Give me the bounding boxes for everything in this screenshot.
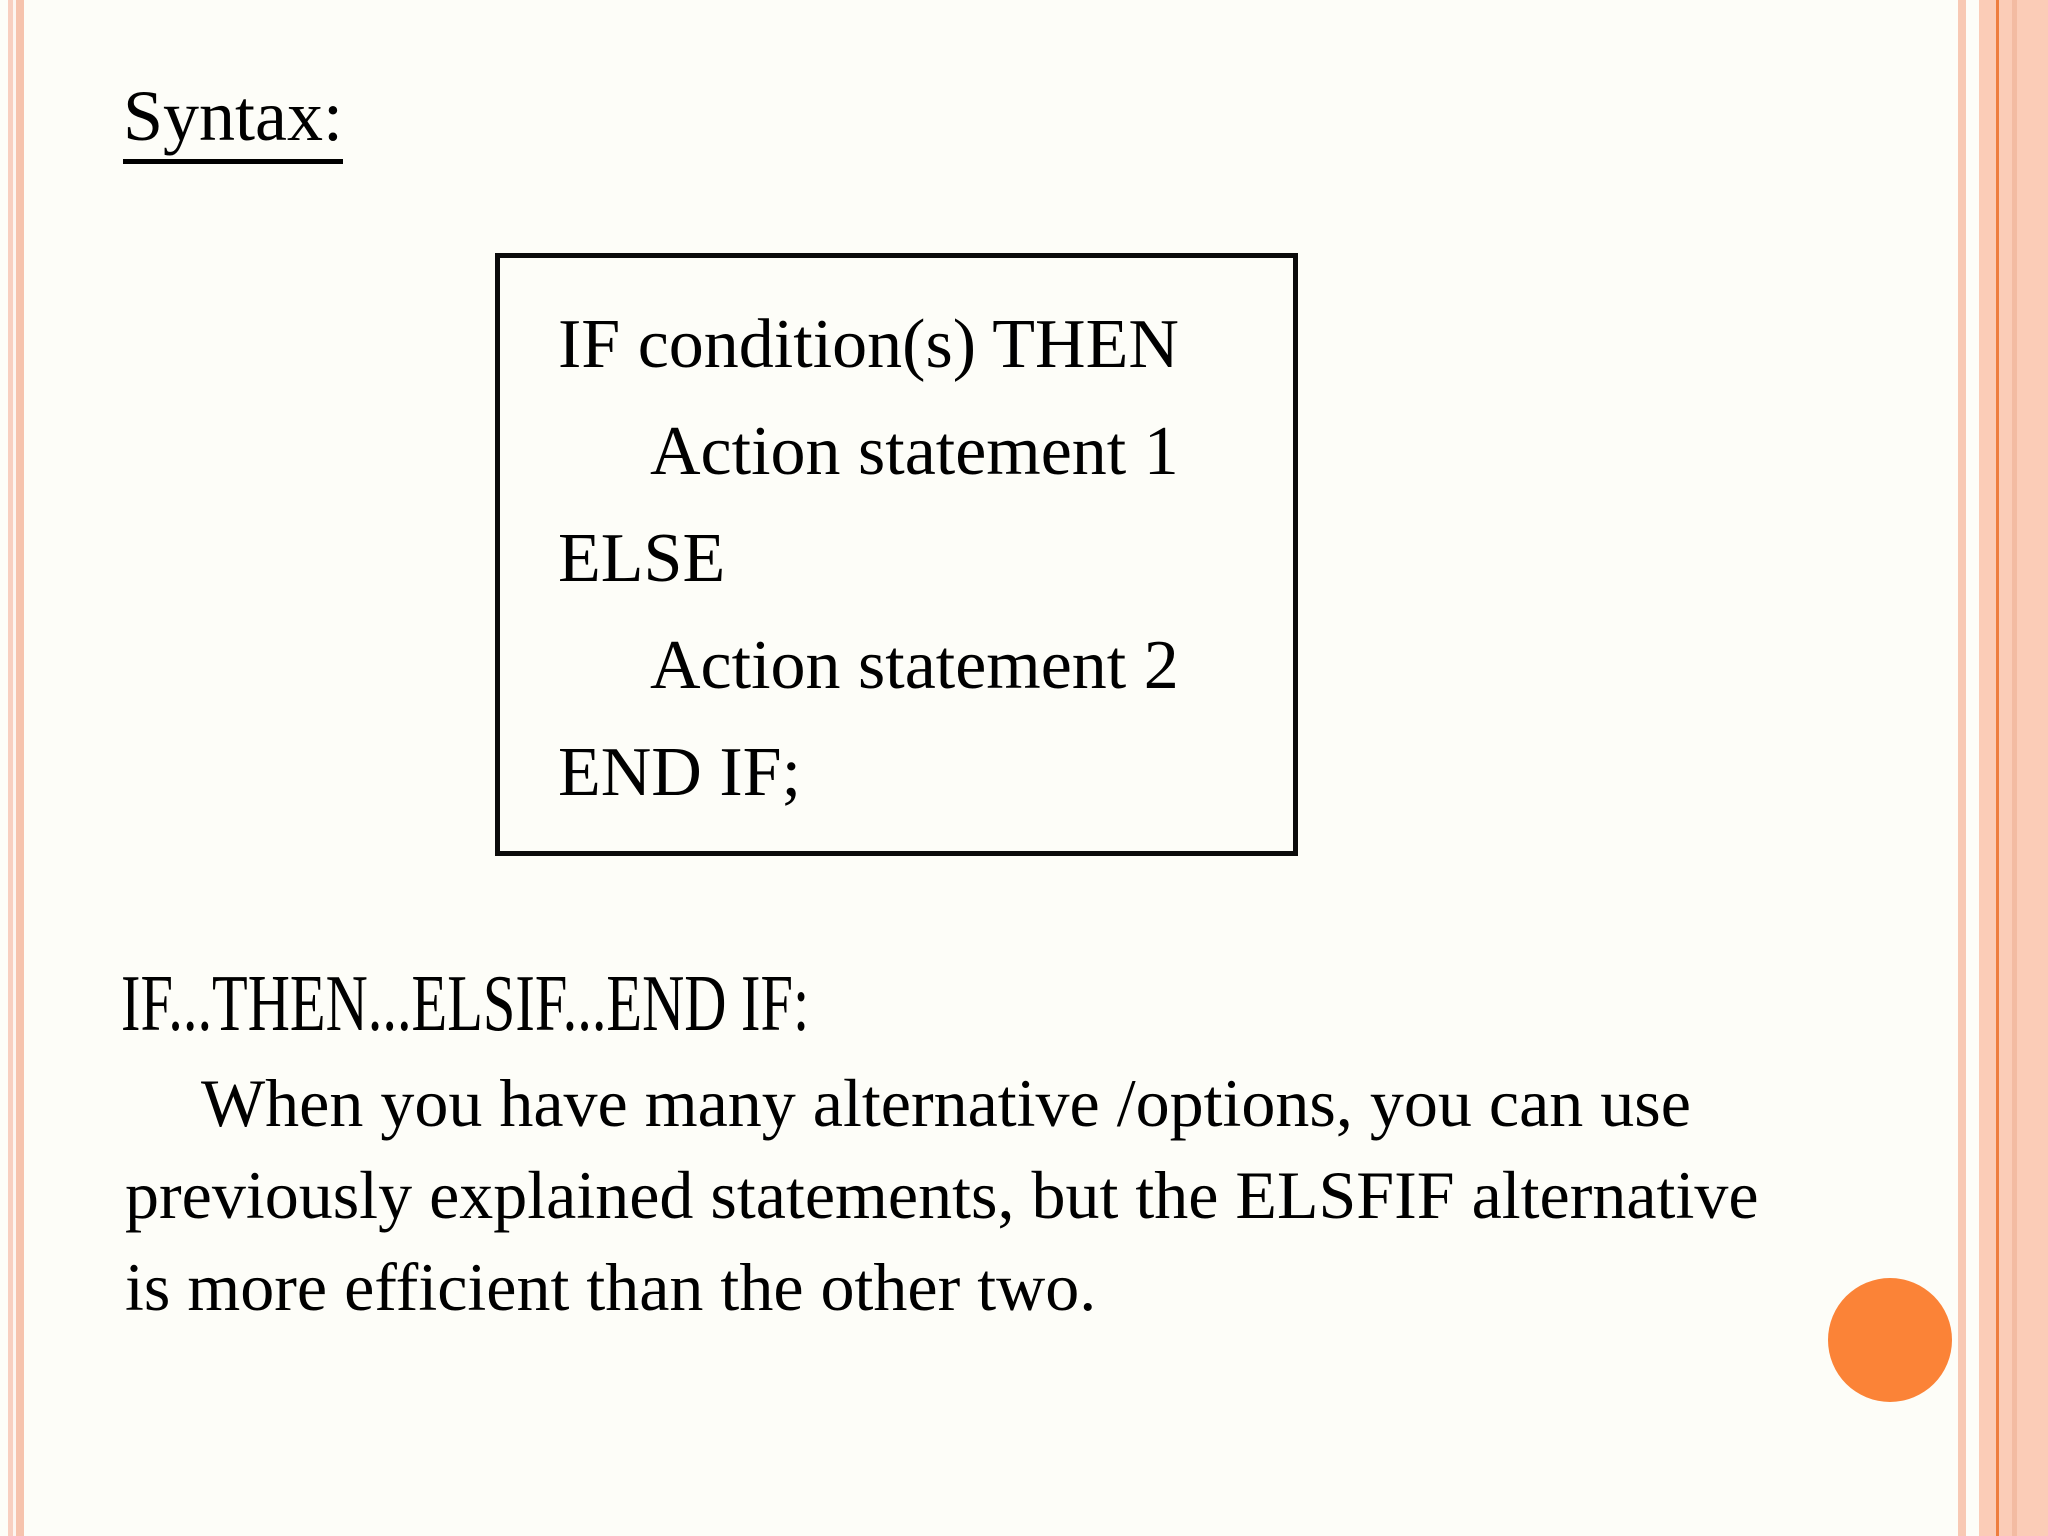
code-line: Action statement 2 — [650, 627, 1179, 704]
code-line: END IF; — [558, 734, 802, 811]
accent-circle-decoration — [1828, 1278, 1952, 1402]
subheading: IF...THEN...ELSIF...END IF: — [121, 956, 1064, 1052]
code-line: IF condition(s) THEN — [558, 306, 1179, 383]
right-stripe-decoration — [1958, 0, 2048, 1536]
page-title-text: Syntax: — [123, 74, 344, 164]
paragraph-line: previously explained statements, but the… — [125, 1157, 1759, 1233]
syntax-code-box: IF condition(s) THEN Action statement 1 … — [495, 253, 1298, 856]
code-line: Action statement 1 — [650, 413, 1179, 490]
paragraph-line: is more efficient than the other two. — [125, 1249, 1097, 1325]
page-title: Syntax: — [123, 74, 344, 164]
code-line: ELSE — [558, 520, 726, 597]
left-stripe-decoration — [0, 0, 26, 1536]
paragraph-line: When you have many alternative /options,… — [201, 1065, 1691, 1141]
subheading-text: IF...THEN...ELSIF...END IF: — [121, 960, 810, 1048]
body-paragraph: When you have many alternative /options,… — [125, 1057, 1915, 1333]
